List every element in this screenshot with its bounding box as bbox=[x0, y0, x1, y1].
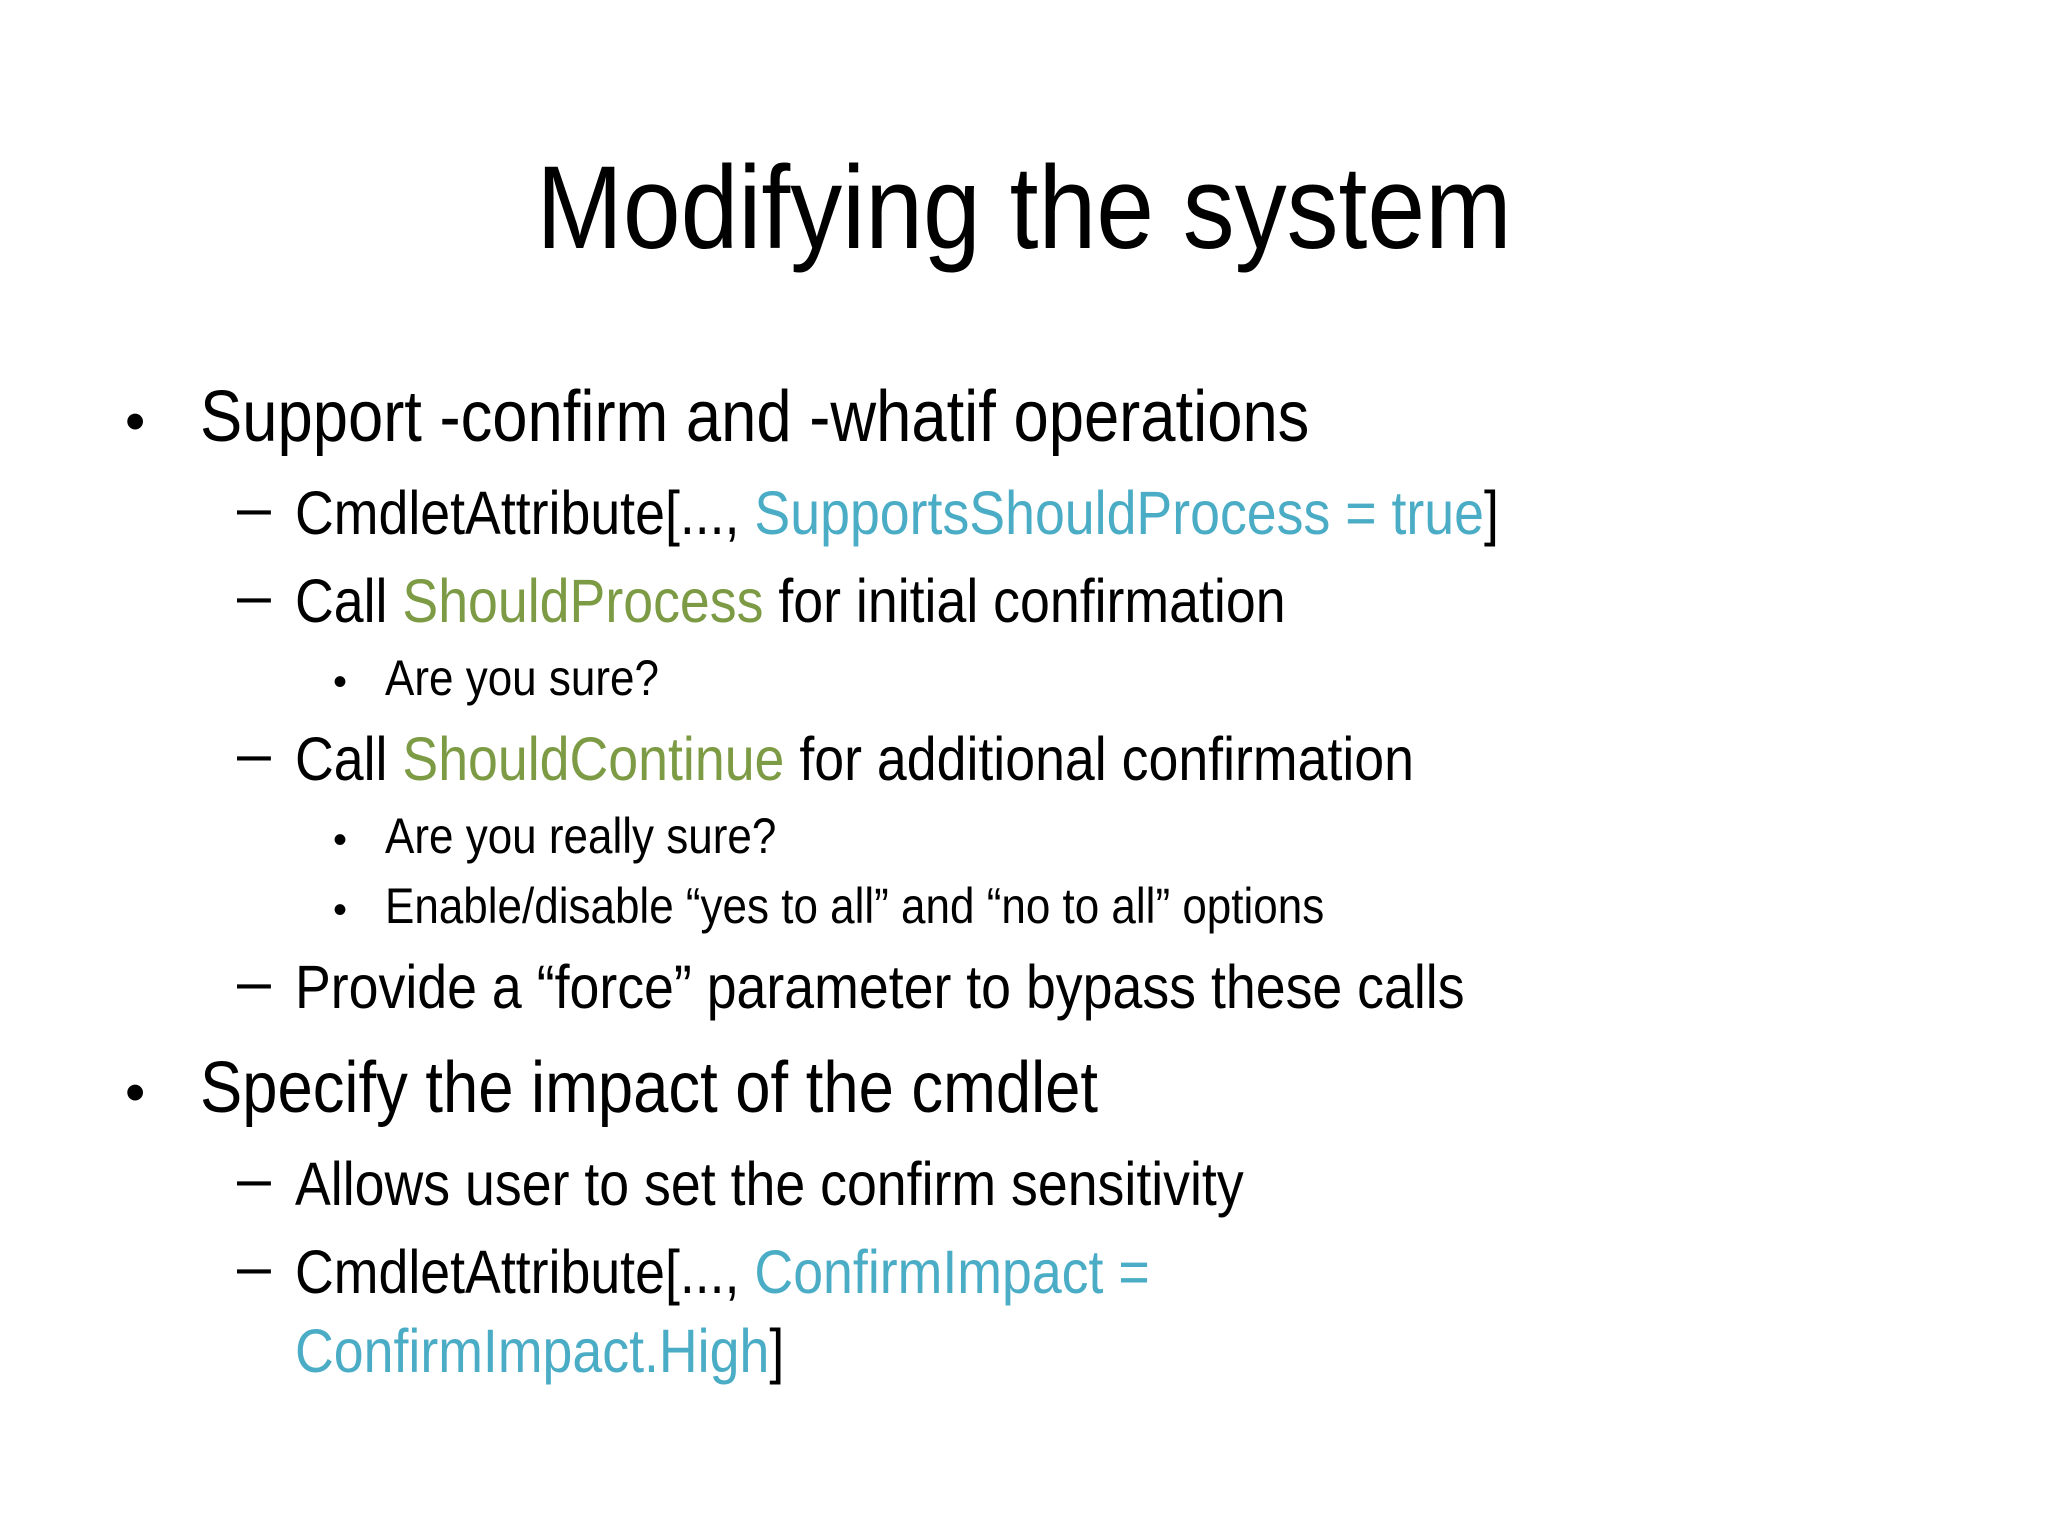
text-segment: CmdletAttribute[..., bbox=[295, 479, 755, 547]
code-token-blue: SupportsShouldProcess = true bbox=[754, 479, 1485, 547]
code-token-blue: ConfirmImpact = bbox=[754, 1238, 1150, 1306]
dash-bullet-glyph: – bbox=[237, 1232, 271, 1300]
dash-bullet-glyph: – bbox=[237, 947, 271, 1015]
text-segment: Enable/disable “yes to all” and “no to a… bbox=[385, 878, 1325, 934]
text-segment: Call bbox=[295, 725, 403, 793]
bullet-item-level-3: • Are you really sure? bbox=[0, 803, 2048, 873]
text-segment: Provide a “force” parameter to bypass th… bbox=[295, 953, 1465, 1021]
bullet-item-level-1: • Specify the impact of the cmdlet bbox=[0, 1041, 2048, 1140]
bullet-text: Allows user to set the confirm sensitivi… bbox=[295, 1140, 1244, 1228]
bullet-text: Are you really sure? bbox=[385, 803, 776, 869]
slide-title: Modifying the system bbox=[536, 142, 1512, 274]
bullet-text: Support -confirm and -whatif operations bbox=[200, 370, 1309, 465]
bullet-item-level-3: • Are you sure? bbox=[0, 645, 2048, 715]
code-token-green: ShouldContinue bbox=[402, 725, 785, 793]
dash-bullet-glyph: – bbox=[237, 1144, 271, 1212]
bullet-item-level-2: –Call ShouldProcess for initial confirma… bbox=[0, 557, 2048, 645]
text-segment: Call bbox=[295, 567, 403, 635]
text-segment: ] bbox=[1484, 479, 1499, 547]
text-segment: CmdletAttribute[..., bbox=[295, 1238, 755, 1306]
code-token-blue: ConfirmImpact.High bbox=[295, 1317, 770, 1385]
text-segment: for additional confirmation bbox=[784, 725, 1415, 793]
dash-bullet-glyph: – bbox=[237, 719, 271, 787]
code-token-green: ShouldProcess bbox=[402, 567, 764, 635]
text-segment: Allows user to set the confirm sensitivi… bbox=[295, 1150, 1244, 1218]
dash-bullet-glyph: – bbox=[237, 561, 271, 629]
text-segment: Are you really sure? bbox=[385, 808, 777, 864]
bullet-item-level-1: • Support -confirm and -whatif operations bbox=[0, 370, 2048, 469]
dash-bullet-glyph: – bbox=[237, 473, 271, 541]
bullet-item-level-3: • Enable/disable “yes to all” and “no to … bbox=[0, 873, 2048, 943]
bullet-text: Specify the impact of the cmdlet bbox=[200, 1041, 1098, 1136]
bullet-item-level-2: –CmdletAttribute[..., SupportsShouldProc… bbox=[0, 469, 2048, 557]
text-segment: ] bbox=[769, 1317, 785, 1385]
text-segment: for initial confirmation bbox=[763, 567, 1286, 635]
bullet-item-level-2: –Provide a “force” parameter to bypass t… bbox=[0, 943, 2048, 1031]
bullet-item-level-2: –CmdletAttribute[..., ConfirmImpact = bbox=[0, 1228, 2048, 1316]
bullet-text: ConfirmImpact.High] bbox=[295, 1316, 784, 1386]
bullet-text: Call ShouldContinue for additional confi… bbox=[295, 715, 1414, 803]
dot-bullet-glyph: • bbox=[333, 888, 348, 932]
bullet-text: Provide a “force” parameter to bypass th… bbox=[295, 943, 1465, 1031]
dot-bullet-glyph: • bbox=[333, 660, 348, 704]
bullet-text: CmdletAttribute[..., SupportsShouldProce… bbox=[295, 469, 1499, 557]
text-segment: Are you sure? bbox=[385, 650, 659, 706]
bullet-list: • Support -confirm and -whatif operations… bbox=[0, 370, 2048, 1386]
bullet-text: Enable/disable “yes to all” and “no to a… bbox=[385, 873, 1324, 939]
bullet-item-level-2: –Call ShouldContinue for additional conf… bbox=[0, 715, 2048, 803]
text-segment: Specify the impact of the cmdlet bbox=[200, 1048, 1099, 1128]
dot-bullet-glyph: • bbox=[125, 389, 146, 454]
bullet-text: Are you sure? bbox=[385, 645, 659, 711]
bullet-text: Call ShouldProcess for initial confirmat… bbox=[295, 557, 1286, 645]
bullet-item-level-2: –Allows user to set the confirm sensitiv… bbox=[0, 1140, 2048, 1228]
text-segment: Support -confirm and -whatif operations bbox=[200, 377, 1310, 457]
dot-bullet-glyph: • bbox=[333, 818, 348, 862]
bullet-text: CmdletAttribute[..., ConfirmImpact = bbox=[295, 1228, 1150, 1316]
bullet-continuation-line: ConfirmImpact.High] bbox=[0, 1316, 2048, 1386]
dot-bullet-glyph: • bbox=[125, 1060, 146, 1125]
